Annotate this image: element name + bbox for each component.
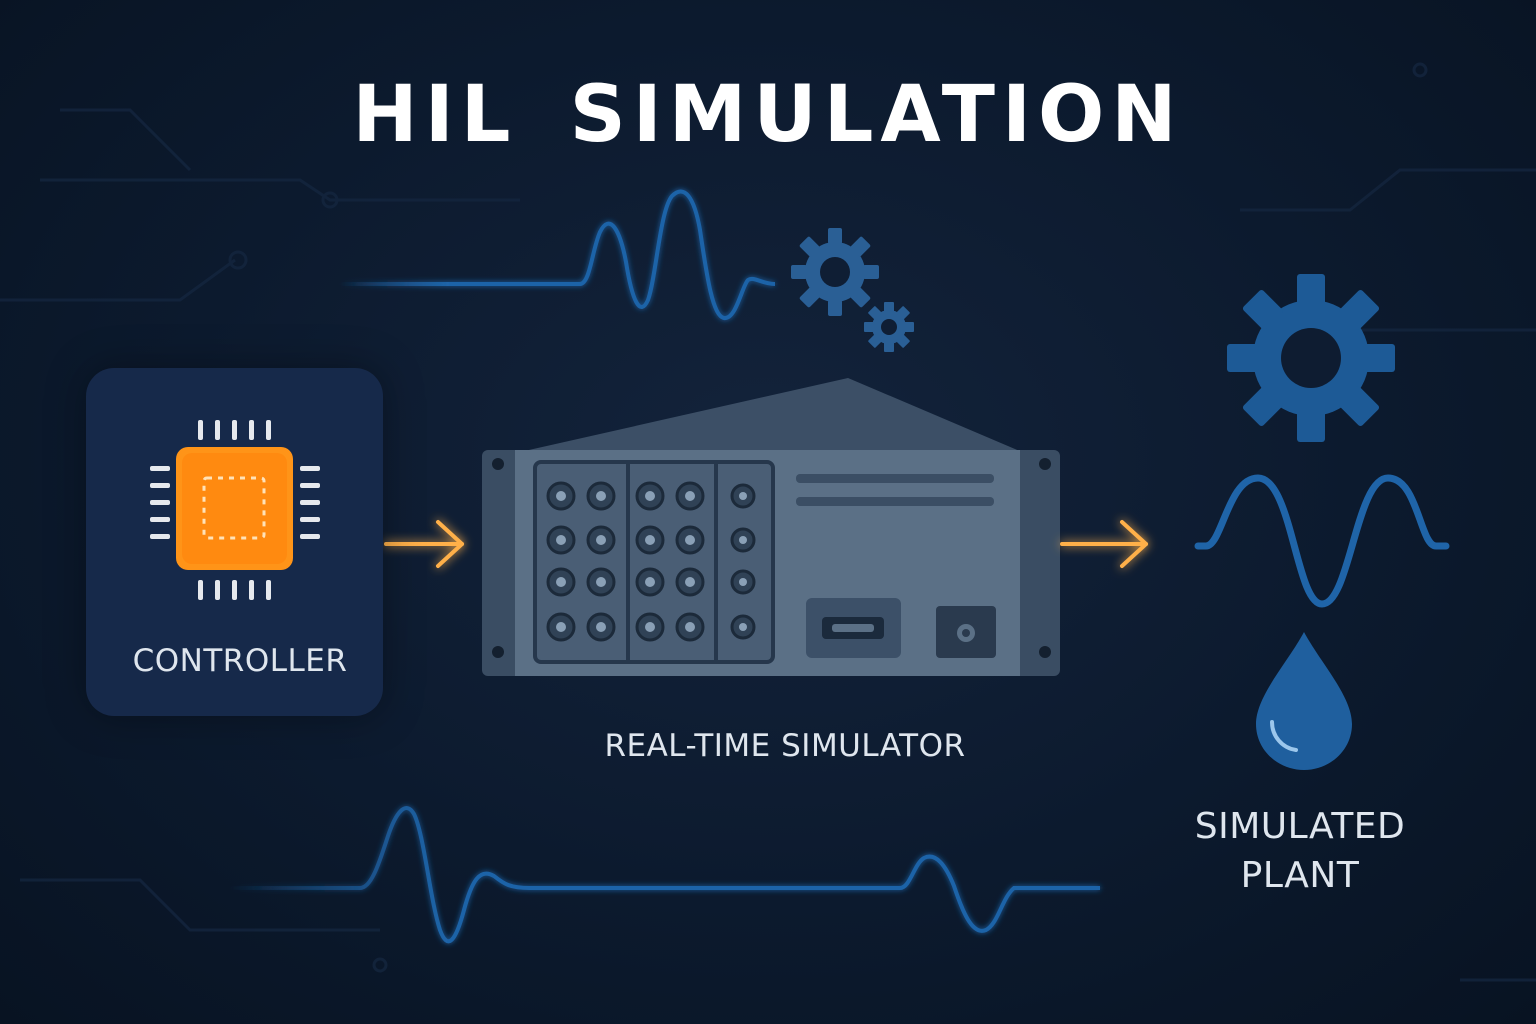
plant-label-line2: PLANT [1240, 855, 1360, 896]
small-gear-icon [864, 302, 914, 352]
gear-icon [791, 228, 879, 316]
plant-label: SIMULATED PLANT [1150, 802, 1450, 900]
arrow-controller-to-simulator [384, 520, 464, 568]
rack-simulator-icon [482, 378, 1060, 676]
background-circuit-traces [0, 62, 1536, 982]
controller-label: CONTROLLER [132, 643, 348, 679]
water-drop-icon [1256, 632, 1352, 770]
plant-label-line1: SIMULATED [1194, 806, 1406, 847]
bottom-signal-waveform [230, 806, 1100, 944]
gear-icon [1227, 274, 1395, 442]
sine-wave-icon [1194, 474, 1450, 608]
arrow-simulator-to-plant [1060, 520, 1148, 568]
top-signal-waveform [340, 189, 776, 320]
page-title: HIL SIMULATION [352, 70, 1184, 160]
simulator-label: REAL-TIME SIMULATOR [604, 728, 966, 764]
